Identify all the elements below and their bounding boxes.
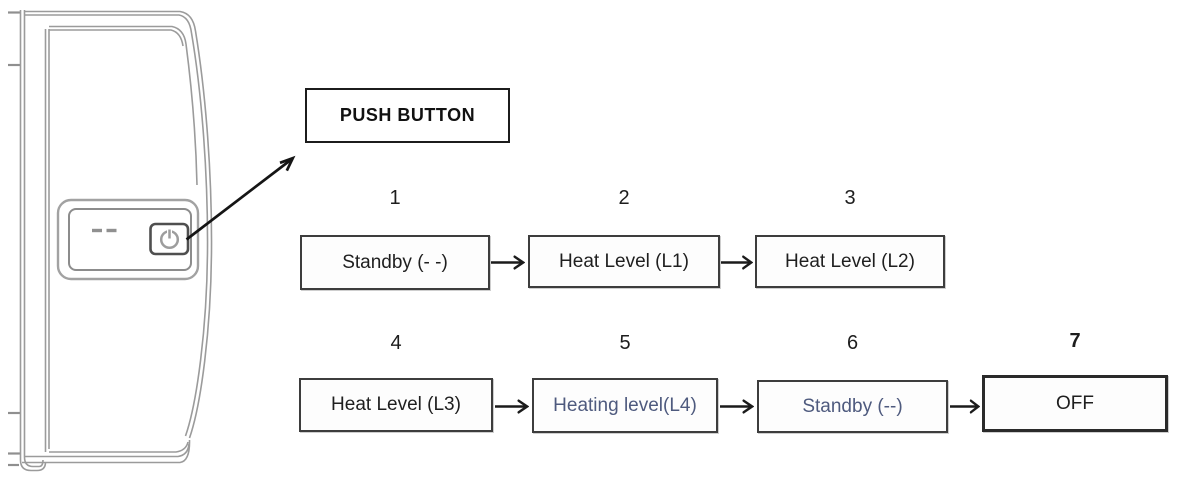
heater-drawing bbox=[8, 10, 296, 472]
flow-arrow-icon bbox=[721, 255, 753, 270]
power-button bbox=[149, 222, 190, 256]
power-icon bbox=[159, 228, 180, 250]
step-number-5: 5 bbox=[619, 332, 631, 354]
step-number-1: 1 bbox=[389, 187, 401, 209]
push-button-label: PUSH BUTTON bbox=[305, 88, 510, 143]
flow-arrow-icon bbox=[720, 399, 754, 414]
flow-arrow-icon bbox=[491, 255, 525, 270]
flow-arrow-icon bbox=[495, 399, 529, 414]
mounting-tab-icon bbox=[8, 11, 21, 467]
heater-outline bbox=[19, 10, 213, 472]
control-panel bbox=[56, 198, 200, 281]
flow-step-standby-2: Standby (--) bbox=[757, 380, 948, 433]
flow-step-heat-l4: Heating level(L4) bbox=[532, 378, 718, 433]
flow-step-standby-1: Standby (- -) bbox=[300, 235, 490, 290]
step-number-3: 3 bbox=[844, 187, 856, 209]
callout-arrow-icon bbox=[185, 155, 296, 241]
step-number-2: 2 bbox=[618, 187, 630, 209]
flow-step-off: OFF bbox=[982, 375, 1168, 432]
flow-arrow-icon bbox=[950, 399, 980, 414]
flow-step-heat-l2: Heat Level (L2) bbox=[755, 235, 945, 288]
flow-step-heat-l3: Heat Level (L3) bbox=[299, 378, 493, 432]
step-number-4: 4 bbox=[390, 332, 402, 354]
flow-step-heat-l1: Heat Level (L1) bbox=[528, 235, 720, 288]
step-number-7: 7 bbox=[1069, 330, 1081, 352]
step-number-6: 6 bbox=[846, 332, 859, 354]
